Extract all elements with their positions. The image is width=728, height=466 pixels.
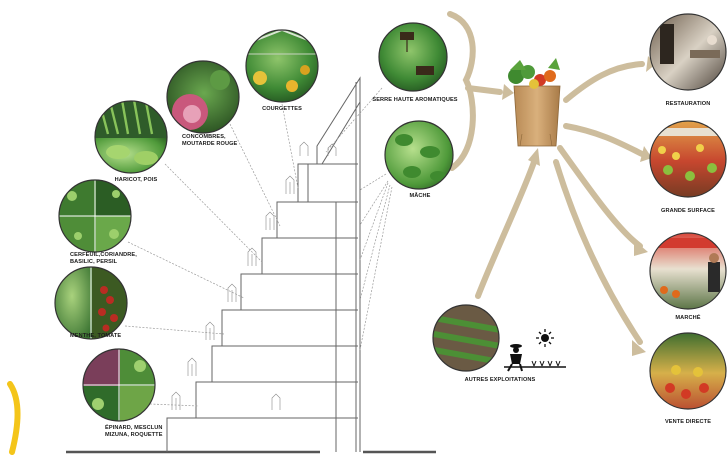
label-marche: MARCHÉ <box>664 315 712 322</box>
label-serre: SERRE HAUTE AROMATIQUES <box>370 97 460 104</box>
label-concombres: CONCOMBRES, MOUTARDE ROUGE <box>182 134 237 147</box>
photo-haricot <box>92 98 172 178</box>
photo-concombres <box>162 58 246 136</box>
label-autres: AUTRES EXPLOITATIONS <box>452 377 548 384</box>
sun-icon <box>536 329 554 347</box>
label-vente-directe: VENTE DIRECTE <box>652 419 724 426</box>
label-epinard: ÉPINARD, MESCLUN MIZUNA, ROQUETTE <box>105 425 163 438</box>
label-restauration: RESTAURATION <box>658 101 718 108</box>
flow-arrows <box>450 14 642 342</box>
label-haricot: HARICOT, POIS <box>106 177 166 184</box>
photo-cerfeuil <box>56 178 136 254</box>
label-grande-surface: GRANDE SURFACE <box>650 208 726 215</box>
accent-arc <box>10 384 18 452</box>
photo-epinard <box>80 346 160 426</box>
label-mache: MÂCHE <box>400 193 440 200</box>
photo-menthe <box>52 264 132 344</box>
shopping-bag-icon <box>508 58 560 146</box>
label-menthe: MENTHE, TOMATE <box>70 333 121 340</box>
label-courgettes: COURGETTES <box>252 106 312 113</box>
terrace-plants <box>172 142 336 410</box>
photo-courgettes <box>240 28 324 104</box>
photo-autres <box>432 304 500 372</box>
label-cerfeuil: CERFEUIL,CORIANDRE, BASILIC, PERSIL <box>70 252 137 265</box>
